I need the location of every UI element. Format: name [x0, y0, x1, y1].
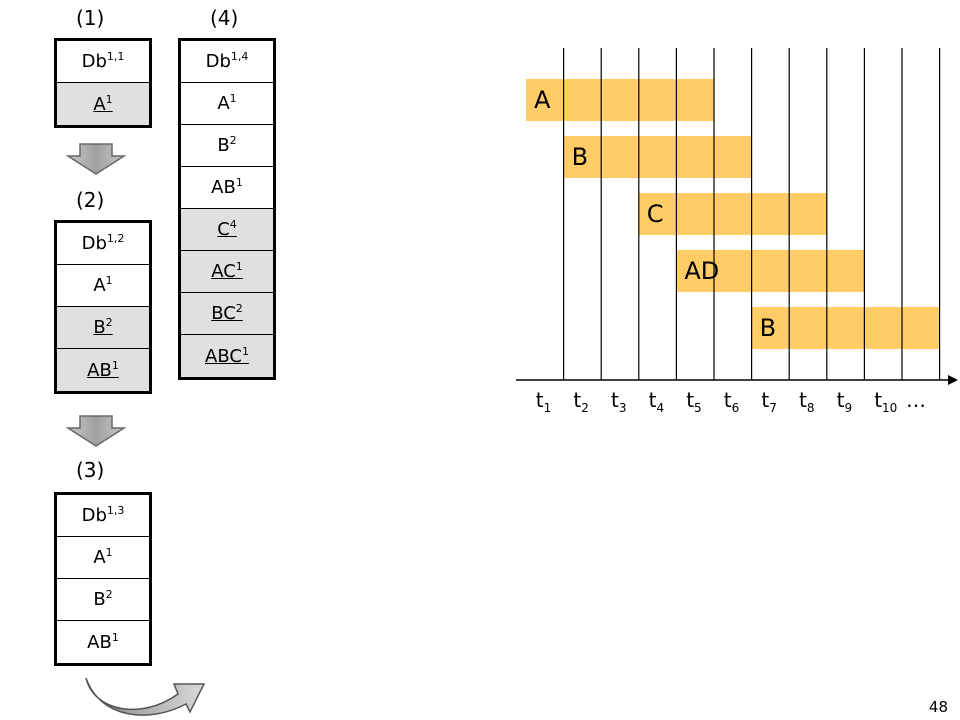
task-bar	[751, 307, 940, 349]
table-row: B2	[57, 307, 149, 349]
time-tick-label: t9	[837, 388, 852, 415]
time-tick-label: t5	[686, 388, 701, 415]
table-header: Db1,4	[181, 41, 273, 83]
task-bar-label: A	[534, 86, 551, 114]
time-tick-label: t8	[799, 388, 814, 415]
task-bar	[526, 79, 714, 121]
curved-arrow-icon	[85, 677, 206, 716]
step-label-4: (4)	[210, 6, 239, 30]
table-row: AB1	[57, 621, 149, 663]
task-bar	[638, 193, 827, 235]
time-tick-label: t7	[761, 388, 776, 415]
table-row: B2	[57, 579, 149, 621]
task-bar-label: B	[572, 143, 588, 171]
task-bar	[676, 250, 865, 292]
time-tick-label: t6	[724, 388, 739, 415]
time-tick-label: t1	[536, 388, 551, 415]
table-row: C4	[181, 209, 273, 251]
table-row: BC2	[181, 293, 273, 335]
table-row: ABC1	[181, 335, 273, 377]
table-header: Db1,1	[57, 41, 149, 83]
step-label-3: (3)	[76, 458, 105, 482]
table-row: A1	[57, 83, 149, 125]
time-ellipsis: …	[906, 388, 926, 412]
axis-arrow-icon	[948, 375, 958, 385]
table-row: A1	[181, 83, 273, 125]
time-tick-label: t2	[573, 388, 588, 415]
page-number: 48	[928, 698, 948, 716]
task-bar	[563, 136, 752, 178]
table-row: AB1	[57, 349, 149, 391]
table-row: A1	[57, 537, 149, 579]
task-bar-label: C	[647, 200, 664, 228]
time-tick-label: t4	[649, 388, 664, 415]
time-tick-label: t10	[874, 388, 897, 415]
table-header: Db1,3	[57, 495, 149, 537]
time-tick-label: t3	[611, 388, 626, 415]
down-arrow-icon	[66, 143, 126, 175]
table-row: A1	[57, 265, 149, 307]
table-row: AC1	[181, 251, 273, 293]
table-row: B2	[181, 125, 273, 167]
step-label-1: (1)	[76, 6, 105, 30]
table-row: AB1	[181, 167, 273, 209]
task-bar-label: B	[760, 314, 776, 342]
down-arrow-icon	[66, 415, 126, 447]
step-label-2: (2)	[76, 188, 105, 212]
table-header: Db1,2	[57, 223, 149, 265]
